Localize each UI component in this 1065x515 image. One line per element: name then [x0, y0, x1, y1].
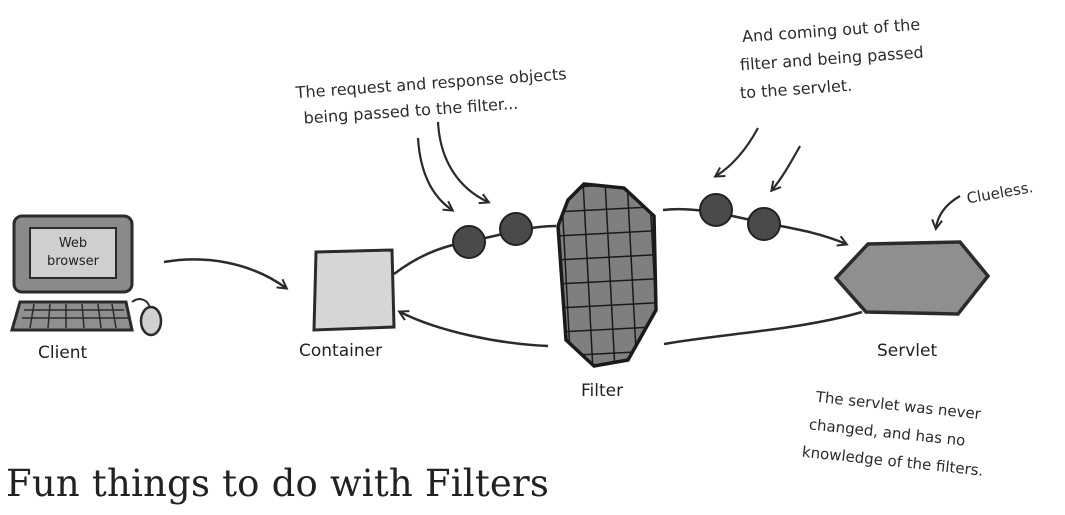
pointer-arrow-4	[772, 145, 801, 190]
pointer-arrow-1	[416, 137, 452, 210]
annotation-coming-line3: to the servlet.	[739, 76, 852, 103]
annotation-servlet-line2: changed, and has no	[808, 415, 966, 449]
servlet-shape: Servlet	[833, 240, 991, 361]
request-out-dot	[699, 193, 733, 227]
keyboard	[10, 300, 134, 332]
screen-label-line1: Web	[59, 236, 87, 251]
pointer-arrow-3	[716, 127, 759, 176]
annotation-request-line1: The request and response objects	[294, 64, 567, 102]
section-heading: Fun things to do with Filters	[6, 462, 550, 505]
client-label: Client	[38, 343, 88, 363]
annotation-coming-line2: filter and being passed	[739, 43, 924, 75]
annotation-coming-line1: And coming out of the	[741, 15, 920, 46]
monitor-screen	[29, 227, 117, 279]
container-box: Container	[299, 248, 396, 361]
request-object-dot	[452, 225, 486, 259]
screen-label-line2: browser	[47, 254, 100, 269]
pointer-arrow-2	[436, 121, 488, 202]
arrow-client-to-container	[163, 258, 286, 288]
annotation-clueless: Clueless.	[965, 178, 1034, 207]
pointer-arrow-clueless	[936, 195, 961, 228]
response-object-dot	[499, 212, 533, 246]
response-out-dot	[747, 207, 781, 241]
annotation-coming-out: And coming out of the filter and being p…	[739, 15, 924, 103]
filter-shape: Filter	[556, 182, 658, 401]
return-path-servlet-to-filter	[663, 310, 863, 346]
client-computer: Web browser Client	[10, 214, 163, 363]
servlet-label: Servlet	[877, 341, 937, 361]
annotation-servlet-note: The servlet was never changed, and has n…	[801, 388, 984, 480]
annotation-request-objects: The request and response objects being p…	[294, 64, 567, 127]
container-label: Container	[299, 341, 382, 361]
filter-label: Filter	[581, 381, 623, 401]
mouse	[139, 305, 163, 337]
return-path-filter-to-container	[400, 312, 549, 348]
